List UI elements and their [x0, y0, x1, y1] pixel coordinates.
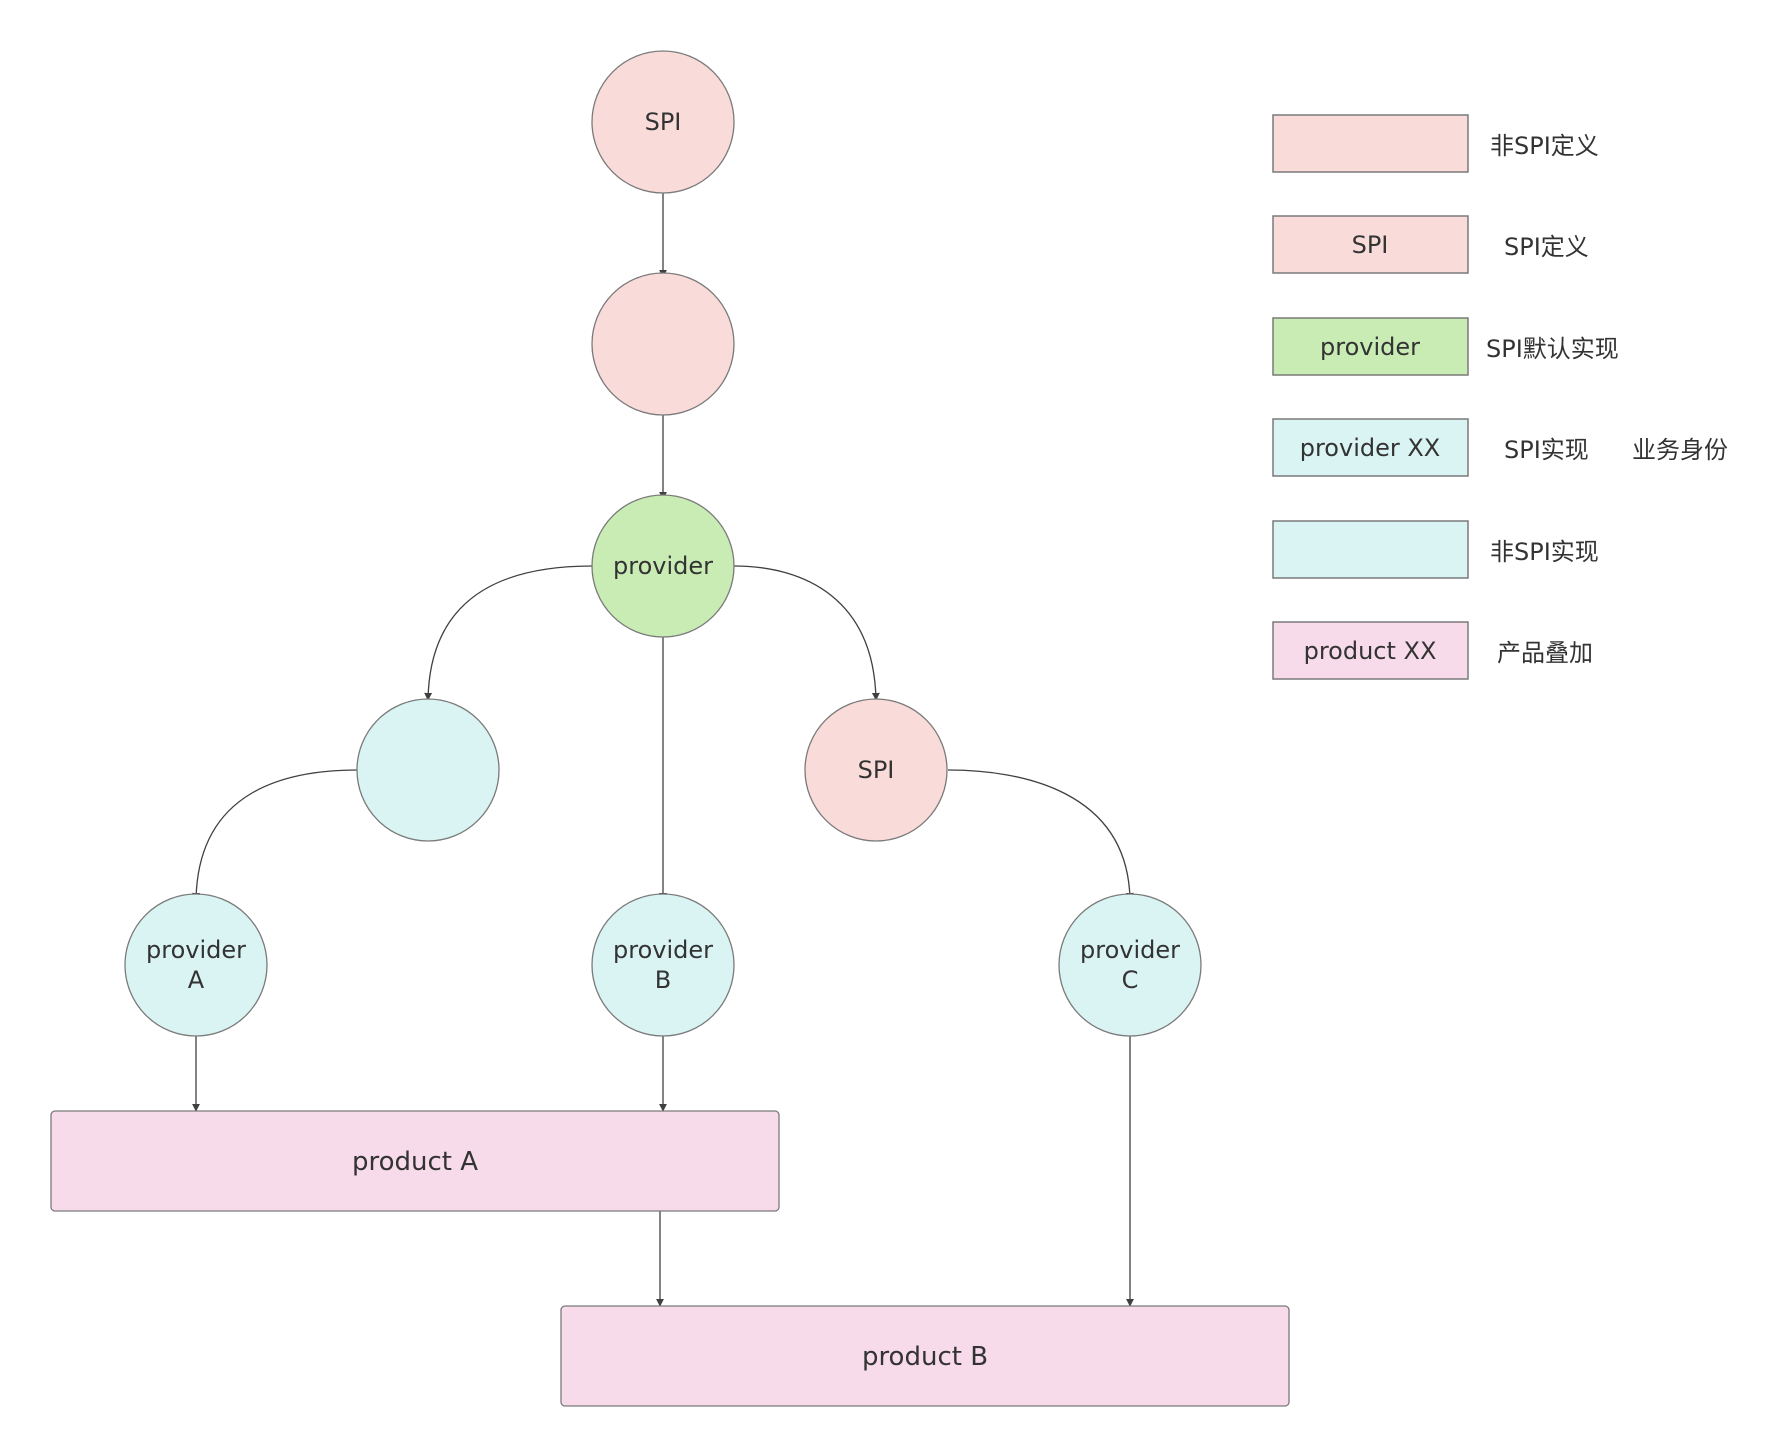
legend-item-non-spi-def: 非SPI定义 — [1272, 114, 1599, 173]
edge-non-spi-impl-to-provider-a — [192, 769, 359, 901]
legend-desc: SPI默认实现 — [1486, 335, 1619, 363]
node-provider-a-line2: A — [188, 966, 205, 994]
legend-item-spi-def: SPI SPI定义 — [1272, 215, 1589, 274]
legend-desc: SPI定义 — [1504, 233, 1589, 261]
node-provider-a: provider A — [124, 893, 268, 1037]
node-product-a: product A — [50, 1110, 780, 1212]
node-non-spi-impl — [356, 698, 500, 842]
legend-desc: 非SPI定义 — [1490, 132, 1599, 160]
edge-spi-right-to-provider-c — [947, 769, 1134, 901]
legend-box-label: product XX — [1304, 637, 1437, 665]
legend-box-label: SPI — [1352, 231, 1389, 259]
node-provider-c: provider C — [1058, 893, 1202, 1037]
node-spi-top: SPI — [591, 50, 735, 194]
edge-provider-to-spi-right — [733, 565, 880, 701]
node-provider-b: provider B — [591, 893, 735, 1037]
edge-provider-to-non-spi-impl — [424, 565, 593, 701]
node-provider-c-line2: C — [1122, 966, 1139, 994]
legend-item-spi-impl: provider XX SPI实现 业务身份 — [1272, 418, 1728, 477]
node-non-spi-def — [591, 272, 735, 416]
legend-box-label: provider — [1320, 333, 1420, 361]
legend-item-spi-default-impl: provider SPI默认实现 — [1272, 317, 1619, 376]
node-product-a-label: product A — [352, 1147, 478, 1177]
legend-box-label: provider XX — [1300, 434, 1441, 462]
legend-desc: 非SPI实现 — [1490, 538, 1599, 566]
node-provider-c-line1: provider — [1080, 936, 1180, 964]
legend-extra: 业务身份 — [1632, 436, 1728, 464]
node-provider-label: provider — [613, 552, 713, 580]
node-spi-right-label: SPI — [858, 756, 895, 784]
node-product-b-label: product B — [862, 1342, 988, 1372]
node-product-b: product B — [560, 1305, 1290, 1407]
legend-desc: SPI实现 — [1504, 436, 1589, 464]
node-spi-right: SPI — [804, 698, 948, 842]
edges — [192, 193, 1134, 1307]
node-provider-b-line1: provider — [613, 936, 713, 964]
legend-item-product-overlay: product XX 产品叠加 — [1272, 621, 1593, 680]
legend-desc: 产品叠加 — [1497, 639, 1593, 667]
node-provider-a-line1: provider — [146, 936, 246, 964]
node-spi-top-label: SPI — [645, 108, 682, 136]
node-provider-default: provider — [591, 494, 735, 638]
node-provider-b-line2: B — [655, 966, 671, 994]
legend-item-non-spi-impl: 非SPI实现 — [1272, 520, 1599, 579]
legend: 非SPI定义 SPI SPI定义 provider SPI默认实现 provid… — [1272, 114, 1728, 680]
